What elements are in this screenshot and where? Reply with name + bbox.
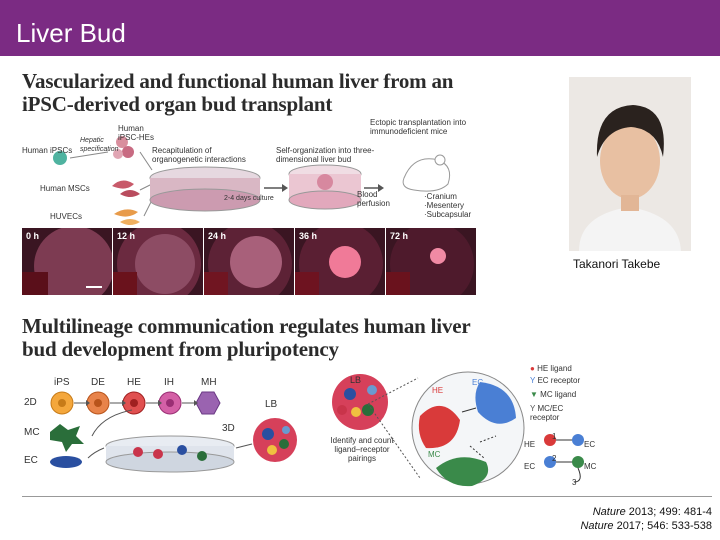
divider-line [22,496,712,497]
portrait-photo [569,77,691,251]
hepatic-cell-icon [116,136,128,148]
row-label: 2D [24,397,37,408]
legend-ec-receptor: Y EC receptor [530,376,581,385]
three-d-label: 3D [222,423,235,434]
pair2-num: 2 [552,454,557,463]
stage-label: HE [127,377,141,388]
human-ipscs-label: Human iPSCs [22,146,73,155]
timelapse-0h: 0 h [22,228,112,295]
mouse-icon [402,158,451,192]
msc-cell-icon [112,180,134,189]
coculture-label: 2-4 days culture [224,195,274,202]
photo-caption: Takanori Takebe [573,257,661,271]
blood-perfusion-label: Blood perfusion [357,190,390,208]
citation-2-details: 2017; 546: 533-538 [613,520,712,532]
bottom-figure-title-line1: Multilineage communication regulates hum… [22,314,471,338]
human-ipsc-hes-label: Human iPSC-HEs [118,124,155,142]
legend-mc-ligand: ▼ MC ligand [530,390,577,399]
huvec-cell-icon [114,209,138,217]
zoom-lb-label: LB [350,375,362,385]
legend-mcec-receptor: Y MC/EC receptor [530,404,564,422]
bottom-schematic [50,391,297,473]
self-organization-label: Self-organization into three-dimensional… [276,146,375,164]
transplant-sites-label: ·Cranium ·Mesentery ·Subcapsular [424,192,472,219]
citation-2-journal: Nature [580,520,614,532]
timelapse-12h: 12 h [113,228,203,295]
legend-he-ligand: ● HE ligand [530,364,572,373]
zoom-ec-label: EC [472,378,484,387]
timelapse-label: 0 h [26,231,40,241]
pair1-from: HE [524,440,536,449]
citation-1-journal: Nature [592,506,626,518]
timelapse-24h: 24 h [204,228,294,295]
ipsc-cell-icon [53,151,67,165]
legend-ec-receptor-label: EC receptor [537,376,581,385]
citation-2: Nature 2017; 546: 533-538 [580,520,712,532]
ec-cell-icon [50,456,82,468]
stage-label: MH [201,377,217,388]
pair1-to: EC [584,440,596,449]
legend-he-ligand-label: HE ligand [537,364,572,373]
top-figure-title: Vascularized and functional human liver … [22,70,453,116]
human-mscs-label: Human MSCs [40,184,90,193]
stage-label: DE [91,377,105,388]
timelapse-36h: 36 h [295,228,385,295]
pair3-num: 3 [572,478,577,487]
top-figure-title-line2: iPSC-derived organ bud transplant [22,92,333,116]
hepatic-spec-label: Hepatic specification [80,137,119,153]
timelapse-label: 24 h [208,231,227,241]
zoom-mc-label: MC [428,450,441,459]
pairing-diagram [544,434,584,483]
top-figure-title-line1: Vascularized and functional human liver … [22,69,454,93]
citation-1: Nature 2013; 499: 481-4 [593,506,712,518]
pair1-num: 1 [552,432,557,441]
recapitulation-label: Recapitulation of organogenetic interact… [152,146,246,164]
mc-cell-icon [50,424,84,452]
ligand-receptor-diagram [332,371,525,487]
legend-mc-ligand-label: MC ligand [540,390,577,399]
slide-title: Liver Bud [16,18,126,48]
bottom-figure-title-line2: bud development from pluripotency [22,337,339,361]
timelapse-label: 72 h [390,231,409,241]
stage-label: IH [164,377,174,388]
timelapse-72h: 72 h [386,228,476,295]
legend-mcec-receptor-label: MC/EC receptor [530,404,564,422]
top-schematic [53,136,451,225]
title-bar: Liver Bud [0,0,720,56]
timelapse-label: 36 h [299,231,318,241]
pair2-from: EC [524,462,536,471]
stage-label: iPS [54,377,70,388]
mh-cell-icon [195,391,221,415]
ectopic-label: Ectopic transplantation into immunodefic… [370,118,467,136]
zoom-he-label: HE [432,386,444,395]
citation-1-details: 2013; 499: 481-4 [625,506,712,518]
timelapse-label: 12 h [117,231,136,241]
lb-label: LB [265,399,278,410]
identify-label: Identify and count ligand–receptor pairi… [330,436,394,463]
row-label: MC [24,427,40,438]
bottom-figure-title: Multilineage communication regulates hum… [22,314,471,361]
row-label: EC [24,455,38,466]
pair2-to: MC [584,462,597,471]
huvecs-label: HUVECs [50,212,83,221]
